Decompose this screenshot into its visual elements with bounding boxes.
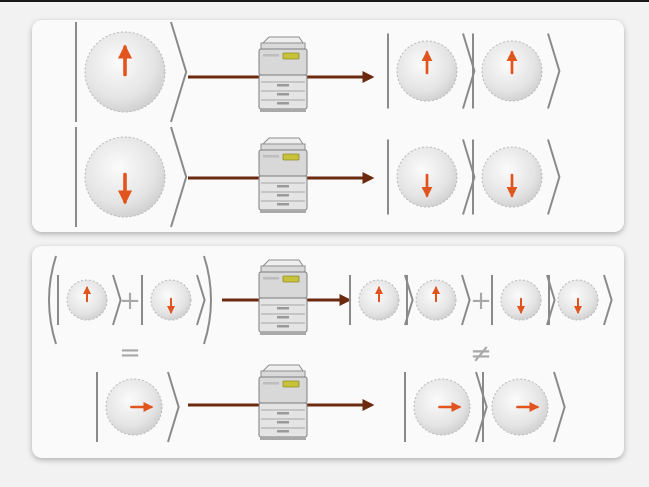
ket-angle <box>462 33 476 109</box>
ket-angle <box>461 274 471 326</box>
top-rule <box>0 0 649 2</box>
ket-input-up <box>75 21 188 123</box>
ket-result-up-2 <box>406 274 471 326</box>
plus-symbol-output: + <box>470 286 492 316</box>
equals-symbol: = <box>119 338 141 368</box>
ket-angle <box>196 274 206 326</box>
photocopier-icon-3 <box>258 259 308 335</box>
ket-output-up-2 <box>472 33 561 109</box>
ket-result-up-1 <box>349 274 414 326</box>
ket-angle <box>547 33 561 109</box>
ket-super-up <box>57 274 122 326</box>
ket-input-right <box>96 371 180 443</box>
photocopier-icon-2 <box>258 137 308 213</box>
ket-angle <box>170 126 188 228</box>
photocopier-icon-4 <box>258 364 308 440</box>
ket-angle <box>553 371 566 443</box>
ket-angle <box>475 371 488 443</box>
photocopier-icon-1 <box>258 36 308 112</box>
ket-angle <box>462 139 476 215</box>
ket-result-down-2 <box>548 274 613 326</box>
ket-angle <box>170 21 188 123</box>
ket-input-down <box>75 126 188 228</box>
ket-angle <box>603 274 613 326</box>
ket-super-down <box>141 274 206 326</box>
not-equals-symbol: ≠ <box>470 339 492 369</box>
ket-output-right-1 <box>404 371 488 443</box>
ket-output-right-2 <box>482 371 566 443</box>
ket-result-down-1 <box>491 274 556 326</box>
ket-output-down-1 <box>387 139 476 215</box>
ket-output-up-1 <box>387 33 476 109</box>
paren-close <box>203 255 212 345</box>
plus-symbol-input: + <box>119 286 141 316</box>
ket-angle <box>167 371 180 443</box>
ket-angle <box>112 274 122 326</box>
ket-output-down-2 <box>472 139 561 215</box>
paren-open <box>48 255 57 345</box>
ket-angle <box>547 139 561 215</box>
